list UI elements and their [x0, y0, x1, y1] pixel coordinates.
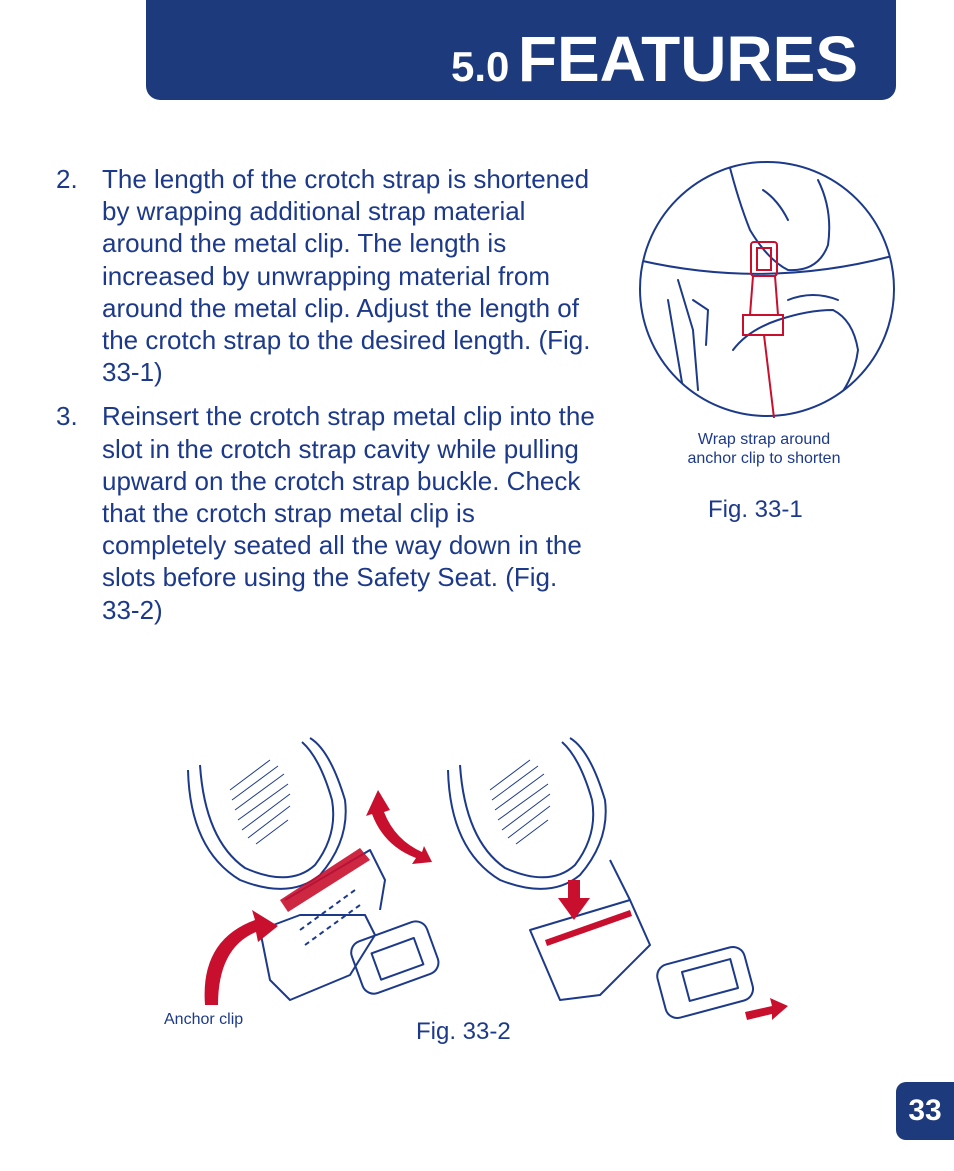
section-title: 5.0 FEATURES: [451, 22, 858, 96]
step-3: 3. Reinsert the crotch strap metal clip …: [56, 400, 596, 625]
instruction-steps: 2. The length of the crotch strap is sho…: [56, 163, 596, 638]
figure-2-callout: Anchor clip: [164, 1011, 244, 1028]
step-text: The length of the crotch strap is shorte…: [102, 164, 591, 388]
callout-line: anchor clip to shorten: [687, 450, 841, 467]
step-2: 2. The length of the crotch strap is sho…: [56, 163, 596, 388]
step-number: 2.: [56, 164, 78, 194]
section-title-text: FEATURES: [517, 23, 858, 95]
section-header: 5.0 FEATURES: [146, 0, 896, 100]
figure-1-callout: Wrap strap around anchor clip to shorten: [664, 430, 864, 468]
step-number: 3.: [56, 401, 78, 432]
figure-33-2-illustration: [187, 737, 788, 1020]
page-number-badge: 33: [896, 1082, 954, 1140]
figure-33-1-illustration: [639, 161, 895, 418]
callout-line: Wrap strap around: [697, 431, 831, 448]
figure-1-caption: Fig. 33-1: [708, 496, 803, 523]
step-text: Reinsert the crotch strap metal clip int…: [102, 401, 595, 625]
figure-2-caption: Fig. 33-2: [416, 1018, 511, 1045]
section-number: 5.0: [451, 43, 510, 90]
